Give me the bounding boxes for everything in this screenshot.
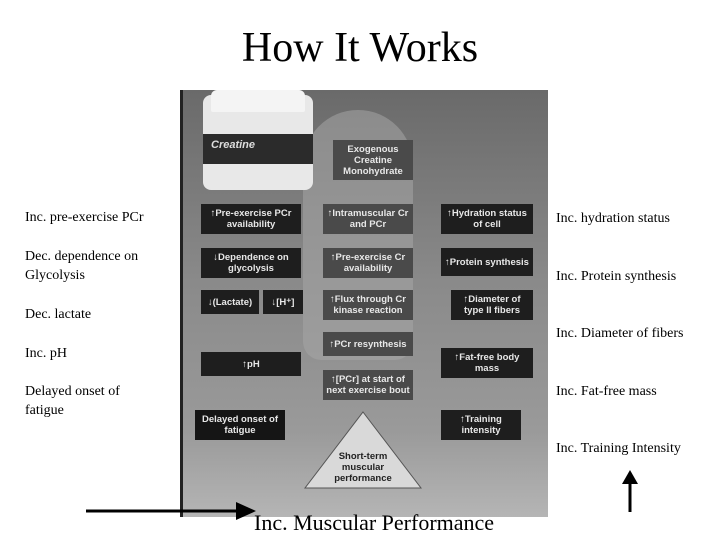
jar-lid [211,90,305,112]
node-pre-exercise-cr: ↑Pre-exercise Cr availability [323,248,413,278]
node-exogenous-creatine: Exogenous Creatine Monohydrate [333,140,413,180]
label-inc-diameter-fibers: Inc. Diameter of fibers [556,326,684,341]
node-diameter-fibers: ↑Diameter of type II fibers [451,290,533,320]
slide-title: How It Works [241,25,479,71]
node-hydrogen-ion: ↓[H⁺] [263,290,303,314]
right-arrow-icon [86,502,256,520]
creatine-diagram-photo: Creatine Exogenous Creatine Monohydrate … [180,90,548,517]
up-arrow-icon [622,470,638,512]
label-dec-dependence: Dec. dependence on [25,249,139,264]
node-intramuscular-cr: ↑Intramuscular Cr and PCr [323,204,413,234]
label-fatigue: fatigue [25,403,64,418]
label-inc-protein-synthesis: Inc. Protein synthesis [556,269,677,284]
node-delayed-fatigue: Delayed onset of fatigue [195,410,285,440]
jar-label-text: Creatine [211,139,256,151]
label-inc-hydration: Inc. hydration status [556,211,670,226]
node-fat-free-mass: ↑Fat-free body mass [441,348,533,378]
node-training-intensity: ↑Training intensity [441,410,521,440]
node-protein-synthesis: ↑Protein synthesis [441,248,533,276]
node-pcr-resynthesis: ↑PCr resynthesis [323,332,413,356]
node-muscular-performance-shape [303,411,423,489]
label-inc-fat-free-mass: Inc. Fat-free mass [556,384,657,399]
node-ph: ↑pH [201,352,301,376]
node-lactate: ↓(Lactate) [201,290,259,314]
label-delayed-onset: Delayed onset of [25,384,120,399]
jar-label-band [203,134,313,164]
label-inc-training-intensity: Inc. Training Intensity [556,441,681,456]
node-dependence-glycolysis: ↓Dependence on glycolysis [201,248,301,278]
node-muscular-performance: Short-term muscular performance [334,450,392,484]
label-inc-ph: Inc. pH [25,346,67,361]
node-pre-exercise-pcr: ↑Pre-exercise PCr availability [201,204,301,234]
label-inc-pre-exercise-pcr: Inc. pre-exercise PCr [25,210,144,225]
node-flux-cr-kinase: ↑Flux through Cr kinase reaction [323,290,413,320]
node-pcr-next-bout: ↑[PCr] at start of next exercise bout [323,370,413,400]
muscular-performance-text: Inc. Muscular Performance [254,510,495,535]
label-glycolysis: Glycolysis [25,268,85,283]
label-dec-lactate: Dec. lactate [25,307,92,322]
node-hydration-status: ↑Hydration status of cell [441,204,533,234]
